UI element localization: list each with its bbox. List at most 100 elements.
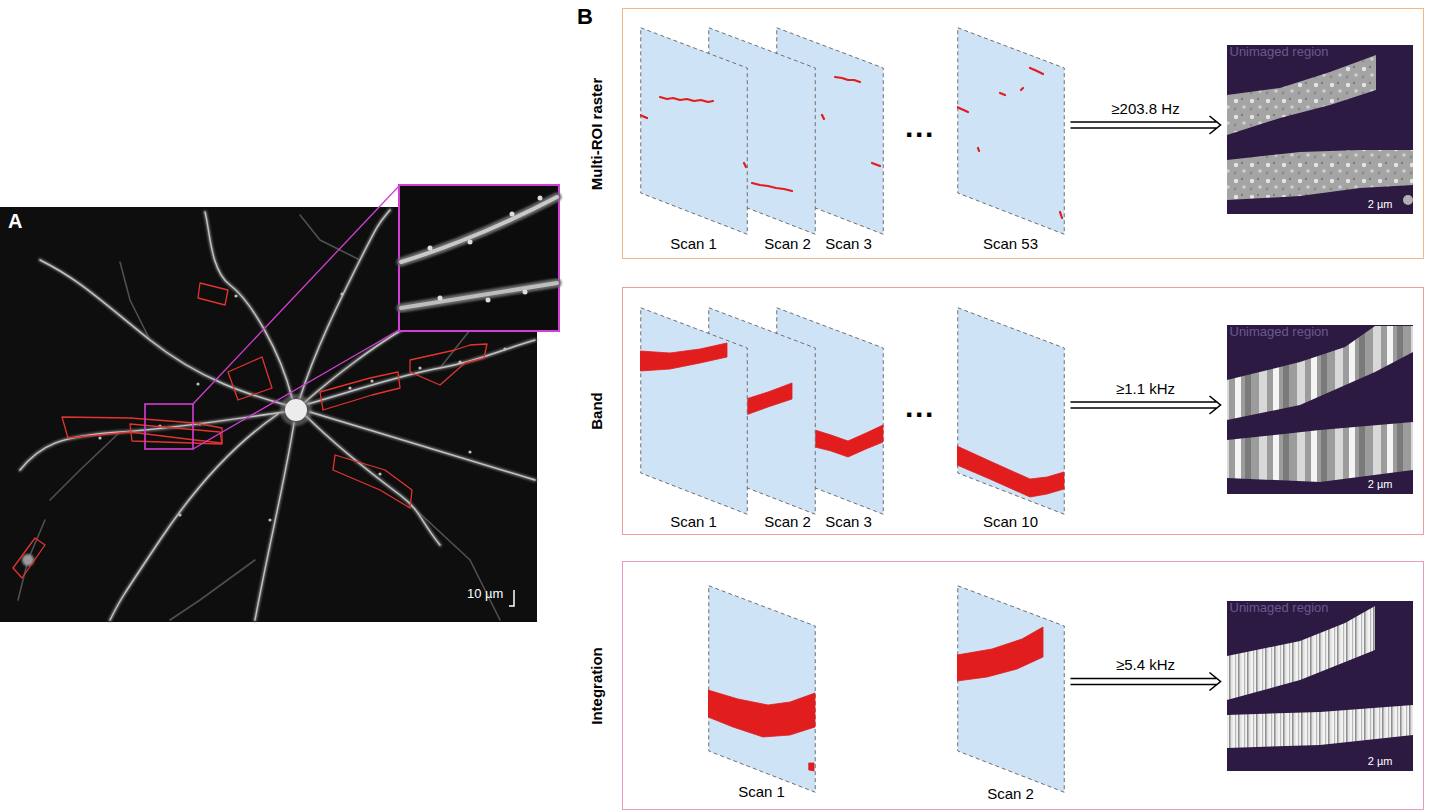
text-slot: A [8,210,22,233]
row-label: Multi-ROI raster [588,77,605,190]
rate-label: ≥1.1 kHz [1116,380,1175,397]
scan-label: Scan 2 [764,513,811,530]
scan-label: Scan 10 [983,513,1038,530]
scan-trace [822,115,824,119]
scan-label: Scan 1 [670,235,717,252]
text-slot: 10 µm [467,587,503,602]
roi-outline-part [228,357,272,400]
scan-plane: Scan 1 [640,27,748,252]
zoom-callout-part-part [523,290,528,295]
rate-arrow [1071,396,1221,414]
zoom-callout-part [401,197,557,262]
micrograph-part-part [340,292,343,295]
zoom-callout-part-part [486,298,491,303]
scan-trace [815,425,883,457]
plane-shape [708,585,816,793]
scan-plane-outline [957,307,1064,514]
text-slot: Integration [588,647,605,725]
roi-outline-part [198,283,228,305]
raster-image-part [1227,55,1376,135]
ellipsis: ··· [905,398,935,433]
scale-label: 10 µm [467,587,503,602]
scan-label: Scan 1 [738,783,785,800]
text-slot: Scan 2 [764,235,811,252]
text-slot: Scan 3 [825,235,872,252]
scan-trace [872,163,880,166]
scan-label: Scan 3 [825,235,872,252]
scan-plane-outline [776,307,883,514]
scan-plane-outline [708,585,815,792]
text-slot: Scan 53 [983,235,1038,252]
scan-trace [835,77,860,82]
raster-image-part [1403,195,1413,205]
scan-plane: Scan 10 [957,307,1065,530]
integration-image-part [1227,601,1413,771]
text-slot: ≥5.4 kHz [1116,656,1175,673]
rate-label: ≥203.8 Hz [1111,100,1179,117]
text-slot: Unimaged region [1230,45,1329,60]
plane-shape [640,27,748,235]
scan-mode-panel: Multi-ROI rasterScan 1Scan 2Scan 3Scan 5… [622,8,1424,259]
micrograph-part [285,399,307,421]
band-image-part [1227,325,1413,494]
reconstructed-image: Unimaged region2 µm [1227,325,1413,494]
scan-trace [1021,88,1023,90]
roi-outline-part [62,417,222,443]
text-slot: Scan 10 [983,513,1038,530]
text-slot: Scan 1 [670,513,717,530]
scan-plane: Scan 1 [640,307,748,530]
micrograph-part-part [503,347,506,350]
scan-plane: Scan 1 [708,585,816,800]
scan-trace [957,446,1064,497]
text-slot: Scan 3 [825,513,872,530]
region-label: Unimaged region [1230,601,1329,616]
micrograph-part-part [234,294,237,297]
scan-trace [660,97,713,102]
zoom-callout-part [145,404,193,449]
scan-label: Scan 3 [825,513,872,530]
rate-label: ≥5.4 kHz [1116,656,1175,673]
scan-plane-outline [957,27,1064,234]
band-image-part [1227,422,1413,482]
text-slot: Unimaged region [1230,601,1329,616]
raster-image-part [1227,150,1413,200]
scale-label: 2 µm [1368,198,1393,211]
scan-label: Scan 1 [670,513,717,530]
roi-outline-part [410,344,487,385]
text-slot: ··· [905,118,935,153]
text-slot: Scan 1 [738,783,785,800]
text-slot: Scan 2 [764,513,811,530]
roi-outline-part [13,538,45,578]
micrograph-part-part [268,518,271,521]
micrograph-part-part [98,436,101,439]
scan-plane: Scan 2 [957,585,1065,802]
row-label: Integration [588,647,605,725]
zoom-callout-part [193,186,399,404]
scan-trace [957,627,1043,681]
micrograph-part-part [458,360,461,363]
text-slot: Band [588,392,605,430]
plane-shape [957,307,1065,515]
scan-plane-outline [776,27,883,234]
scan-trace [708,690,815,737]
text-slot: Unimaged region [1230,325,1329,340]
text-slot: ≥1.1 kHz [1116,380,1175,397]
scan-mode-panel: BandScan 1Scan 2Scan 3Scan 10Unimaged re… [622,287,1424,535]
zoom-callout-part [401,197,557,262]
micrograph-part-part [370,379,373,382]
micrograph-part-part [196,382,199,385]
zoom-callout-part-part [510,212,515,217]
text-slot: B [577,4,593,29]
text-slot: Multi-ROI raster [588,77,605,190]
scan-trace [752,183,792,191]
micrograph-panel: A 10 µm [0,207,537,622]
zoom-callout-part [428,196,543,303]
zoom-callout-part [399,185,559,331]
roi-outline-part [320,372,400,410]
scan-trace [744,163,746,167]
micrograph-part-part [348,386,351,389]
zoom-callout-part-part [438,296,443,301]
band-image-part [1227,326,1413,420]
